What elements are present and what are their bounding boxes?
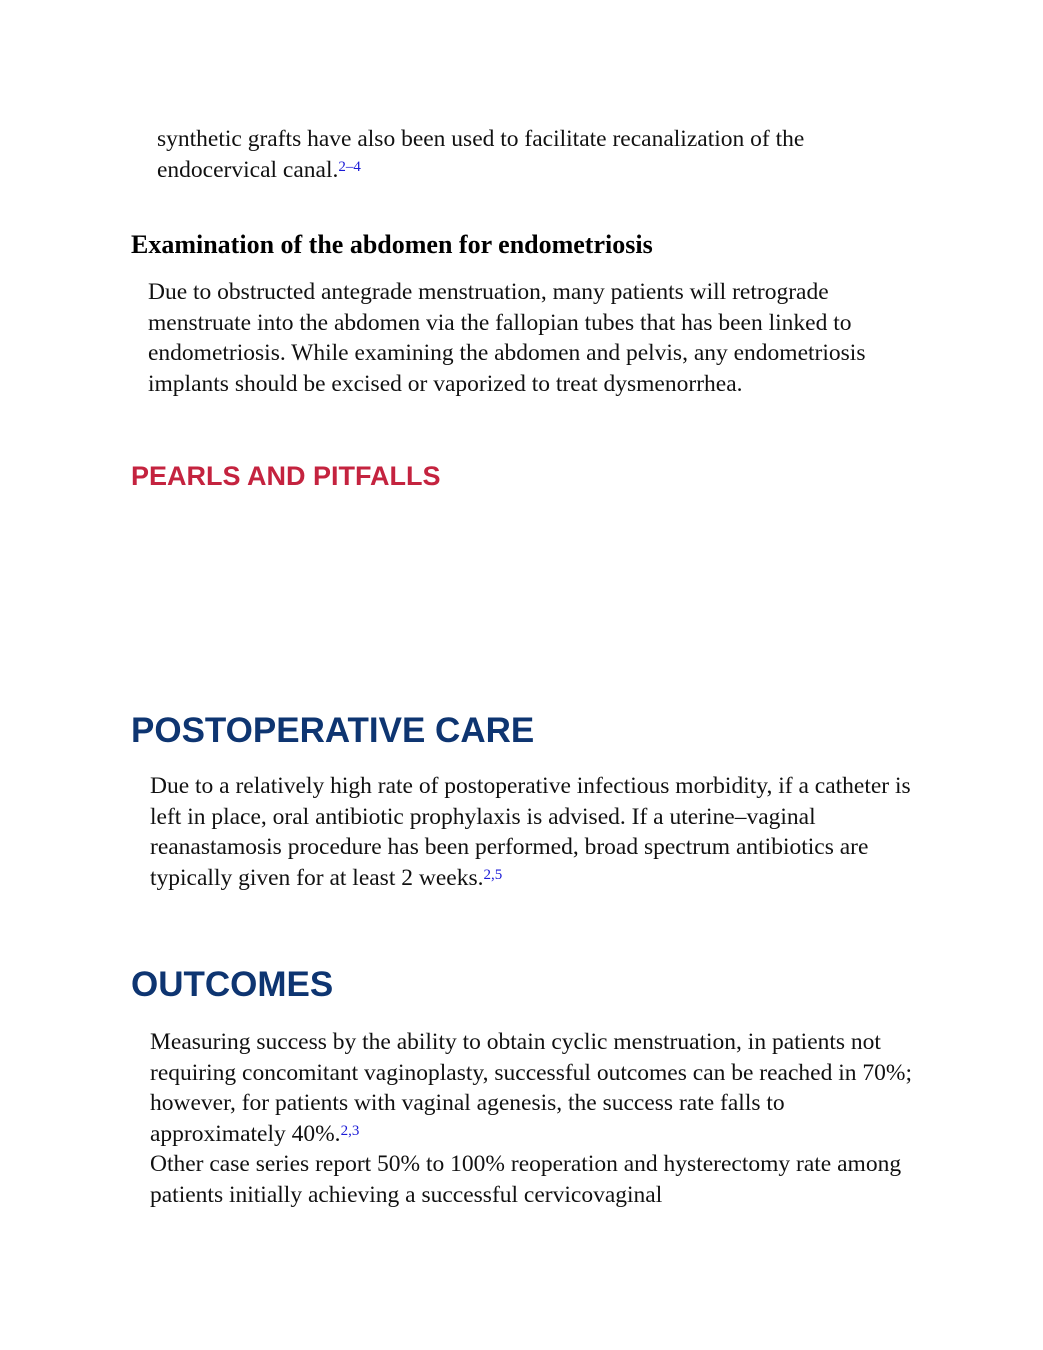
outcomes-text-2: Other case series report 50% to 100% reo… — [150, 1151, 902, 1208]
citation-link[interactable]: 2,5 — [483, 867, 503, 884]
intro-text: synthetic grafts have also been used to … — [157, 126, 805, 183]
citation-link[interactable]: 2–4 — [338, 158, 361, 175]
pearls-heading: PEARLS AND PITFALLS — [131, 461, 441, 491]
intro-paragraph: synthetic grafts have also been used to … — [157, 124, 927, 185]
outcomes-paragraph-1: Measuring success by the ability to obta… — [150, 1027, 920, 1150]
endometriosis-paragraph: Due to obstructed antegrade menstruation… — [148, 277, 918, 400]
outcomes-heading: OUTCOMES — [131, 965, 334, 1004]
outcomes-text-1: Measuring success by the ability to obta… — [150, 1029, 912, 1148]
postoperative-heading: POSTOPERATIVE CARE — [131, 711, 535, 750]
outcomes-paragraph-2: Other case series report 50% to 100% reo… — [150, 1149, 920, 1210]
endometriosis-heading: Examination of the abdomen for endometri… — [131, 230, 653, 259]
endometriosis-text: Due to obstructed antegrade menstruation… — [148, 279, 866, 398]
postoperative-paragraph: Due to a relatively high rate of postope… — [150, 771, 920, 894]
postoperative-text: Due to a relatively high rate of postope… — [150, 773, 911, 892]
citation-link[interactable]: 2,3 — [340, 1123, 360, 1140]
